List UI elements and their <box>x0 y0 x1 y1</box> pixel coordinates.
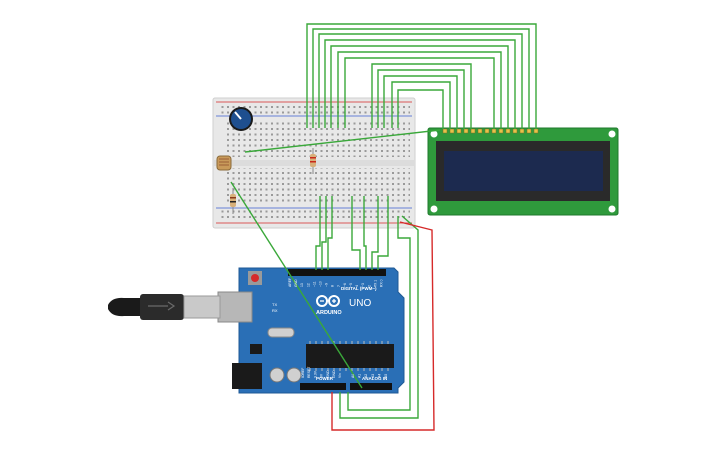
power-jack <box>232 363 262 389</box>
analog-header-block <box>350 383 392 390</box>
digital-pin-label-13: 2 <box>367 285 371 287</box>
analog-pin-label-5: A5 <box>384 374 388 378</box>
power-header-block <box>300 383 346 390</box>
usb-cable[interactable] <box>108 294 221 320</box>
power-pin-label-5: GND <box>332 370 336 378</box>
lcd-screen <box>444 151 603 191</box>
digital-pin-label-8: 7 <box>337 285 341 287</box>
analog-pin-label-1: A1 <box>358 374 362 378</box>
analog-pin-label-2: A2 <box>364 374 368 378</box>
digital-pin-label-6: ~9 <box>325 283 329 287</box>
digital-pin-label-14: TX 1 <box>373 280 377 287</box>
digital-pin-label-0: AREF <box>288 278 292 287</box>
arduino-uno-board[interactable] <box>217 267 405 394</box>
potentiometer[interactable] <box>229 107 253 131</box>
capacitor-1 <box>269 367 285 383</box>
power-pin-label-4: GND <box>326 370 330 378</box>
tx-led-label: TX <box>272 302 277 307</box>
analog-header-label: ANALOG IN <box>362 376 387 381</box>
power-pin-label-3: 5V <box>320 373 324 378</box>
power-pin-label-0: IOREF <box>301 368 305 378</box>
digital-pin-label-10: ~5 <box>349 283 353 287</box>
digital-pin-label-12: ~3 <box>361 283 365 287</box>
arduino-brand-label: ARDUINO <box>316 310 342 316</box>
arduino-model-label: UNO <box>349 298 371 309</box>
power-pin-label-1: RESET <box>307 367 311 378</box>
arduino-logo-icon <box>316 295 340 307</box>
digital-header-label: DIGITAL (PWM~) <box>341 286 377 291</box>
lcd-display[interactable] <box>427 127 619 216</box>
power-pin-label-2: 3.3V <box>313 370 317 378</box>
resistor-1[interactable] <box>230 188 236 214</box>
capacitor-2 <box>286 367 302 383</box>
power-pin-label-6: Vin <box>338 373 342 378</box>
atmega-chip <box>306 344 394 368</box>
analog-pin-label-4: A4 <box>377 374 381 378</box>
digital-pin-label-7: 8 <box>331 285 335 287</box>
digital-pin-label-3: 12 <box>306 283 310 287</box>
digital-pin-label-9: ~6 <box>343 283 347 287</box>
photoresistor[interactable] <box>216 155 232 171</box>
usb-port <box>217 291 253 323</box>
digital-pin-label-1: GND <box>294 279 298 287</box>
green-wires <box>230 23 537 419</box>
digital-pin-label-5: ~10 <box>319 281 323 287</box>
digital-pin-label-4: ~11 <box>312 281 316 287</box>
analog-pin-label-3: A3 <box>371 374 375 378</box>
crystal <box>267 327 295 338</box>
digital-pin-label-11: 4 <box>355 285 359 287</box>
power-header-label: POWER <box>316 376 334 381</box>
red-wires <box>331 221 435 431</box>
digital-header <box>288 269 386 276</box>
digital-pin-label-2: 13 <box>300 283 304 287</box>
rx-led-label: RX <box>272 308 278 313</box>
digital-pin-label-15: RX 0 <box>380 279 384 287</box>
analog-pin-label-0: A0 <box>351 374 355 378</box>
resistor-2[interactable] <box>310 148 316 174</box>
